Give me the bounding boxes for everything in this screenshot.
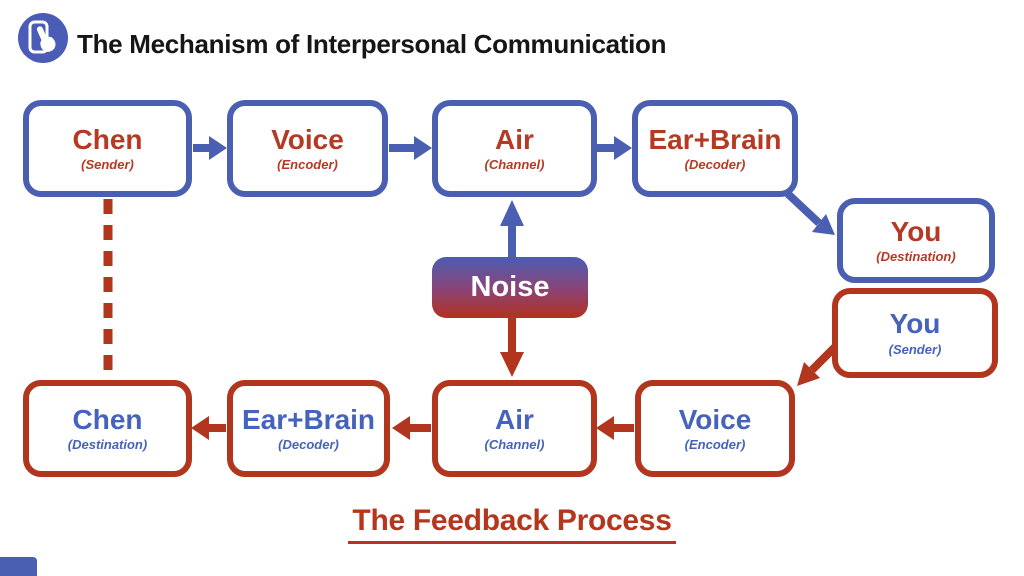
node-title: Chen — [72, 403, 143, 435]
noise-label: Noise — [470, 271, 550, 303]
node-title: You — [889, 308, 941, 340]
node-you-destination: You (Destination) — [837, 198, 995, 283]
node-subtitle: (Sender) — [888, 341, 942, 357]
node-title: You — [890, 215, 942, 247]
node-subtitle: (Decoder) — [684, 157, 746, 173]
tap-hand-icon — [18, 13, 68, 63]
node-title: Ear+Brain — [648, 123, 782, 155]
node-subtitle: (Destination) — [67, 437, 148, 453]
node-title: Voice — [678, 403, 752, 435]
node-chen-destination: Chen (Destination) — [23, 380, 192, 477]
node-subtitle: (Encoder) — [277, 157, 338, 173]
feedback-arrows — [191, 317, 838, 440]
noise-box: Noise — [432, 257, 588, 318]
node-voice-encoder: Voice (Encoder) — [227, 100, 388, 197]
footer-caption: The Feedback Process — [348, 504, 676, 544]
node-title: Chen — [72, 123, 143, 155]
node-subtitle: (Decoder) — [278, 437, 339, 453]
node-title: Voice — [271, 123, 344, 155]
node-title: Air — [495, 403, 534, 435]
footer-caption-wrap: The Feedback Process — [0, 504, 1024, 544]
node-air-channel-top: Air (Channel) — [432, 100, 597, 197]
node-chen-sender: Chen (Sender) — [23, 100, 192, 197]
node-subtitle: (Sender) — [81, 157, 134, 173]
slide-title: The Mechanism of Interpersonal Communica… — [77, 29, 667, 59]
node-title: Air — [495, 123, 534, 155]
node-voice-encoder-feedback: Voice (Encoder) — [635, 380, 795, 477]
node-subtitle: (Channel) — [484, 437, 545, 453]
node-earbrain-decoder-top: Ear+Brain (Decoder) — [632, 100, 798, 197]
node-title: Ear+Brain — [241, 403, 376, 435]
node-subtitle: (Destination) — [876, 249, 956, 265]
node-air-channel-feedback: Air (Channel) — [432, 380, 597, 477]
node-subtitle: (Encoder) — [684, 437, 746, 453]
node-subtitle: (Channel) — [484, 157, 545, 173]
forward-arrows — [193, 136, 835, 257]
bottom-left-accent — [0, 557, 37, 576]
node-you-sender: You (Sender) — [832, 288, 998, 378]
node-earbrain-decoder-feedback: Ear+Brain (Decoder) — [227, 380, 390, 477]
